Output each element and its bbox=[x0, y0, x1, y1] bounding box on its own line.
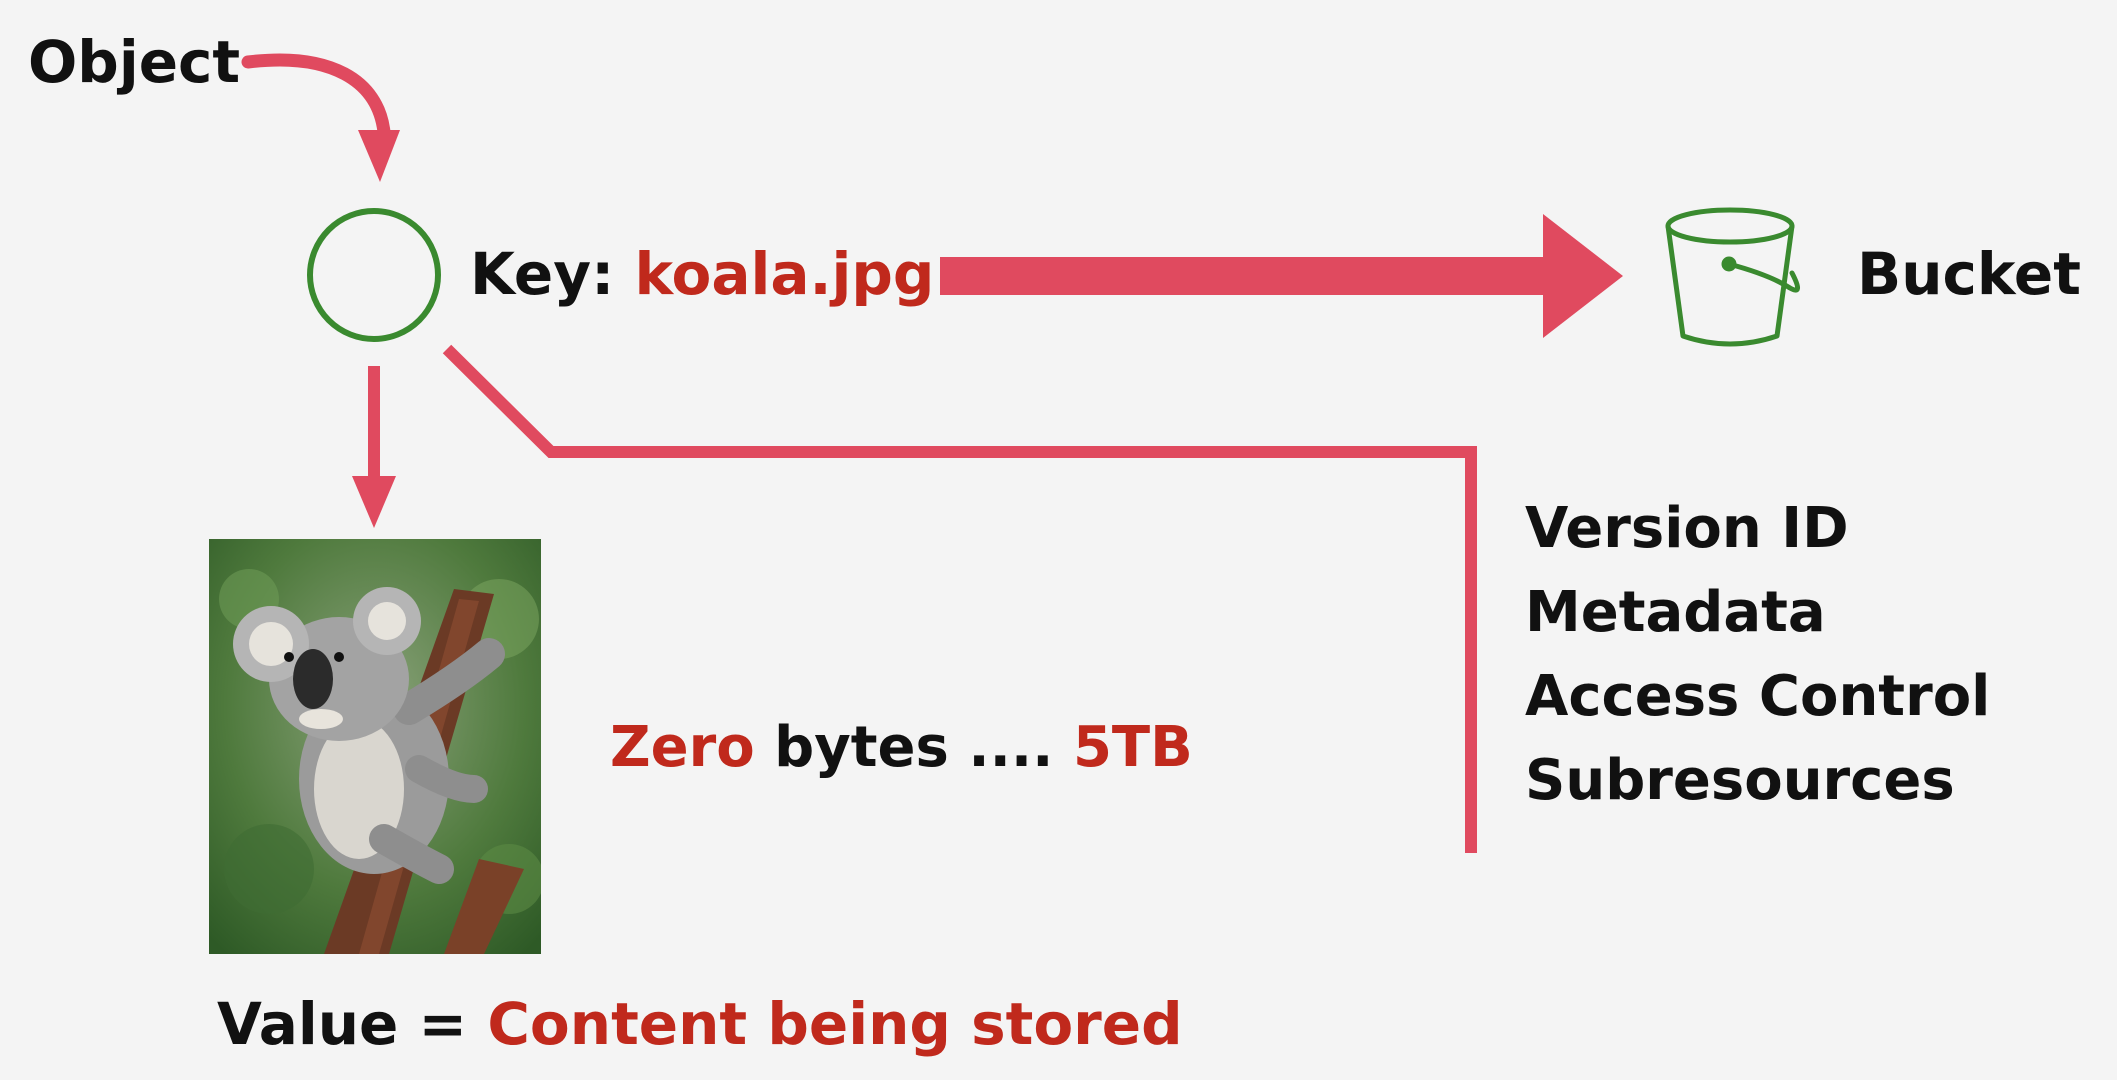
attribute-version-id: Version ID bbox=[1525, 496, 1849, 561]
object-pointer-arrow bbox=[241, 53, 391, 139]
key-prefix: Key: bbox=[470, 240, 635, 308]
value-description: Content being stored bbox=[487, 990, 1183, 1058]
bucket-icon bbox=[1665, 207, 1800, 347]
attribute-access-control: Access Control bbox=[1525, 664, 1991, 729]
value-arrowhead bbox=[352, 476, 396, 528]
value-arrow-shaft bbox=[368, 366, 380, 481]
object-label: Object bbox=[28, 28, 241, 96]
key-to-bucket-arrow-shaft bbox=[940, 257, 1550, 295]
key-label: Key: koala.jpg bbox=[470, 240, 934, 308]
koala-photo bbox=[209, 539, 541, 954]
object-circle-icon bbox=[307, 208, 441, 342]
bucket-label: Bucket bbox=[1857, 240, 2081, 308]
value-prefix: Value = bbox=[217, 990, 488, 1058]
object-attributes-list: Version ID Metadata Access Control Subre… bbox=[1525, 487, 1990, 823]
object-pointer-arrowhead bbox=[358, 130, 400, 182]
size-range: Zero bytes .... 5TB bbox=[610, 715, 1193, 780]
key-to-bucket-arrowhead bbox=[1543, 214, 1623, 338]
attributes-connector-line bbox=[442, 344, 1477, 853]
attribute-metadata: Metadata bbox=[1525, 580, 1826, 645]
size-max: 5TB bbox=[1072, 715, 1193, 780]
attribute-subresources: Subresources bbox=[1525, 748, 1955, 813]
key-value: koala.jpg bbox=[634, 240, 935, 308]
value-caption: Value = Content being stored bbox=[217, 990, 1183, 1058]
size-min: Zero bbox=[610, 715, 755, 780]
size-mid: bytes .... bbox=[754, 715, 1073, 780]
